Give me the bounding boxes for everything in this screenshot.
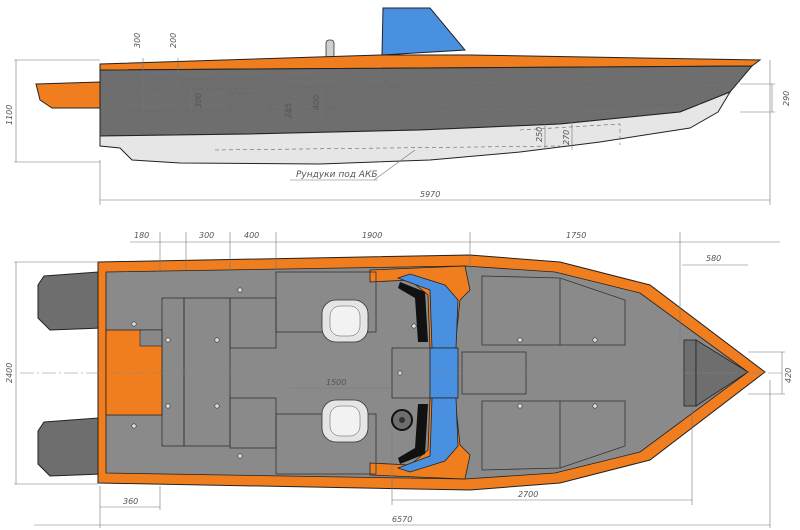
outboard-bracket bbox=[35, 81, 105, 109]
windshield-top-starboard bbox=[396, 397, 459, 473]
drain-box bbox=[139, 329, 163, 347]
dim-top-400: 400 bbox=[244, 231, 259, 240]
dim-side-270: 270 bbox=[562, 130, 571, 145]
dim-top-300: 300 bbox=[199, 231, 214, 240]
dim-side-200: 200 bbox=[169, 33, 178, 48]
dim-side-300b: 300 bbox=[194, 93, 203, 108]
panel-2 bbox=[183, 297, 231, 447]
dim-top-580: 580 bbox=[706, 254, 721, 263]
windshield-top-port bbox=[396, 273, 459, 349]
pod-port bbox=[37, 271, 103, 331]
dim-top-6570: 6570 bbox=[392, 515, 412, 524]
dim-side-300: 300 bbox=[133, 33, 142, 48]
bow-locker-port bbox=[481, 275, 626, 346]
pod-starboard bbox=[37, 417, 103, 477]
hatch-knobs bbox=[131, 287, 598, 459]
dim-side-250: 250 bbox=[535, 127, 544, 142]
seat-back bbox=[325, 39, 335, 59]
dim-side-400: 400 bbox=[312, 95, 321, 110]
dim-top-180: 180 bbox=[134, 231, 149, 240]
dim-top-2400: 2400 bbox=[5, 363, 14, 383]
hull-lower bbox=[99, 90, 732, 165]
dim-top-2700: 2700 bbox=[518, 490, 538, 499]
seat-port bbox=[321, 299, 369, 343]
dim-side-290: 290 bbox=[782, 91, 791, 106]
dim-side-5970: 5970 bbox=[420, 190, 440, 199]
dim-side-285: 285 bbox=[284, 103, 293, 118]
dim-top-1750: 1750 bbox=[566, 231, 586, 240]
dim-side-1100: 1100 bbox=[5, 105, 14, 125]
side-view: 300 200 300 285 400 250 270 1100 290 597… bbox=[5, 7, 791, 205]
dim-top-1500: 1500 bbox=[326, 378, 346, 387]
steering-wheel-icon bbox=[391, 409, 413, 431]
dash-starboard bbox=[398, 404, 428, 464]
dash-port bbox=[398, 282, 428, 342]
bow-locker-starboard bbox=[481, 400, 626, 471]
windshield bbox=[381, 7, 467, 56]
seat-starboard bbox=[321, 399, 369, 443]
dim-top-1900: 1900 bbox=[362, 231, 382, 240]
top-view: 180 300 400 1900 1750 580 2400 420 1500 … bbox=[5, 231, 793, 528]
deck bbox=[105, 265, 749, 480]
dim-top-360: 360 bbox=[123, 497, 138, 506]
dim-top-420: 420 bbox=[784, 368, 793, 383]
bow-tip bbox=[695, 339, 749, 407]
callout-battery-lockers: Рундуки под АКБ bbox=[296, 170, 378, 180]
